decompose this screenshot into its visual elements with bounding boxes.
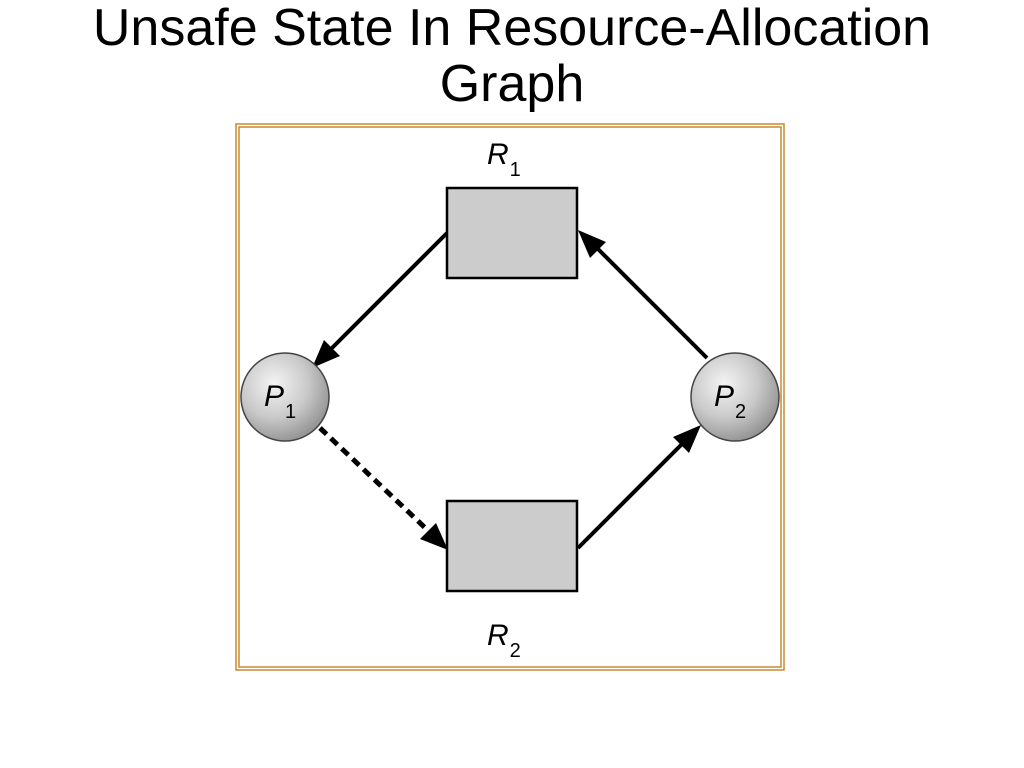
slide-title-line-2: Graph — [439, 55, 585, 113]
process-p1-label: P1 — [264, 380, 296, 423]
edge-p2-to-r1 — [582, 233, 709, 360]
process-p2-node — [690, 352, 780, 442]
diagram-frame-outer — [235, 123, 785, 671]
edge-p1-to-r2-claim — [318, 426, 440, 542]
resource-r2-label: R2 — [487, 619, 521, 662]
process-p1-node — [240, 352, 330, 442]
diagram-frame-inner — [238, 126, 782, 668]
resource-r1-label: R1 — [487, 138, 521, 181]
arrowhead-r1-to-p1 — [312, 340, 340, 368]
edge-r2-to-p2 — [576, 429, 697, 550]
resource-r2-box — [445, 499, 579, 593]
arrowhead-p1-to-r2-claim — [420, 523, 448, 550]
slide-title: Unsafe State In Resource-Allocation Grap… — [0, 0, 1024, 112]
slide-title-line-1: Unsafe State In Resource-Allocation — [92, 0, 932, 57]
process-p2-label: P2 — [714, 380, 746, 423]
arrowhead-r2-to-p2 — [673, 425, 701, 453]
edge-r1-to-p1 — [314, 231, 449, 366]
arrowhead-p2-to-r1 — [578, 230, 606, 258]
resource-r1-box — [445, 186, 579, 280]
